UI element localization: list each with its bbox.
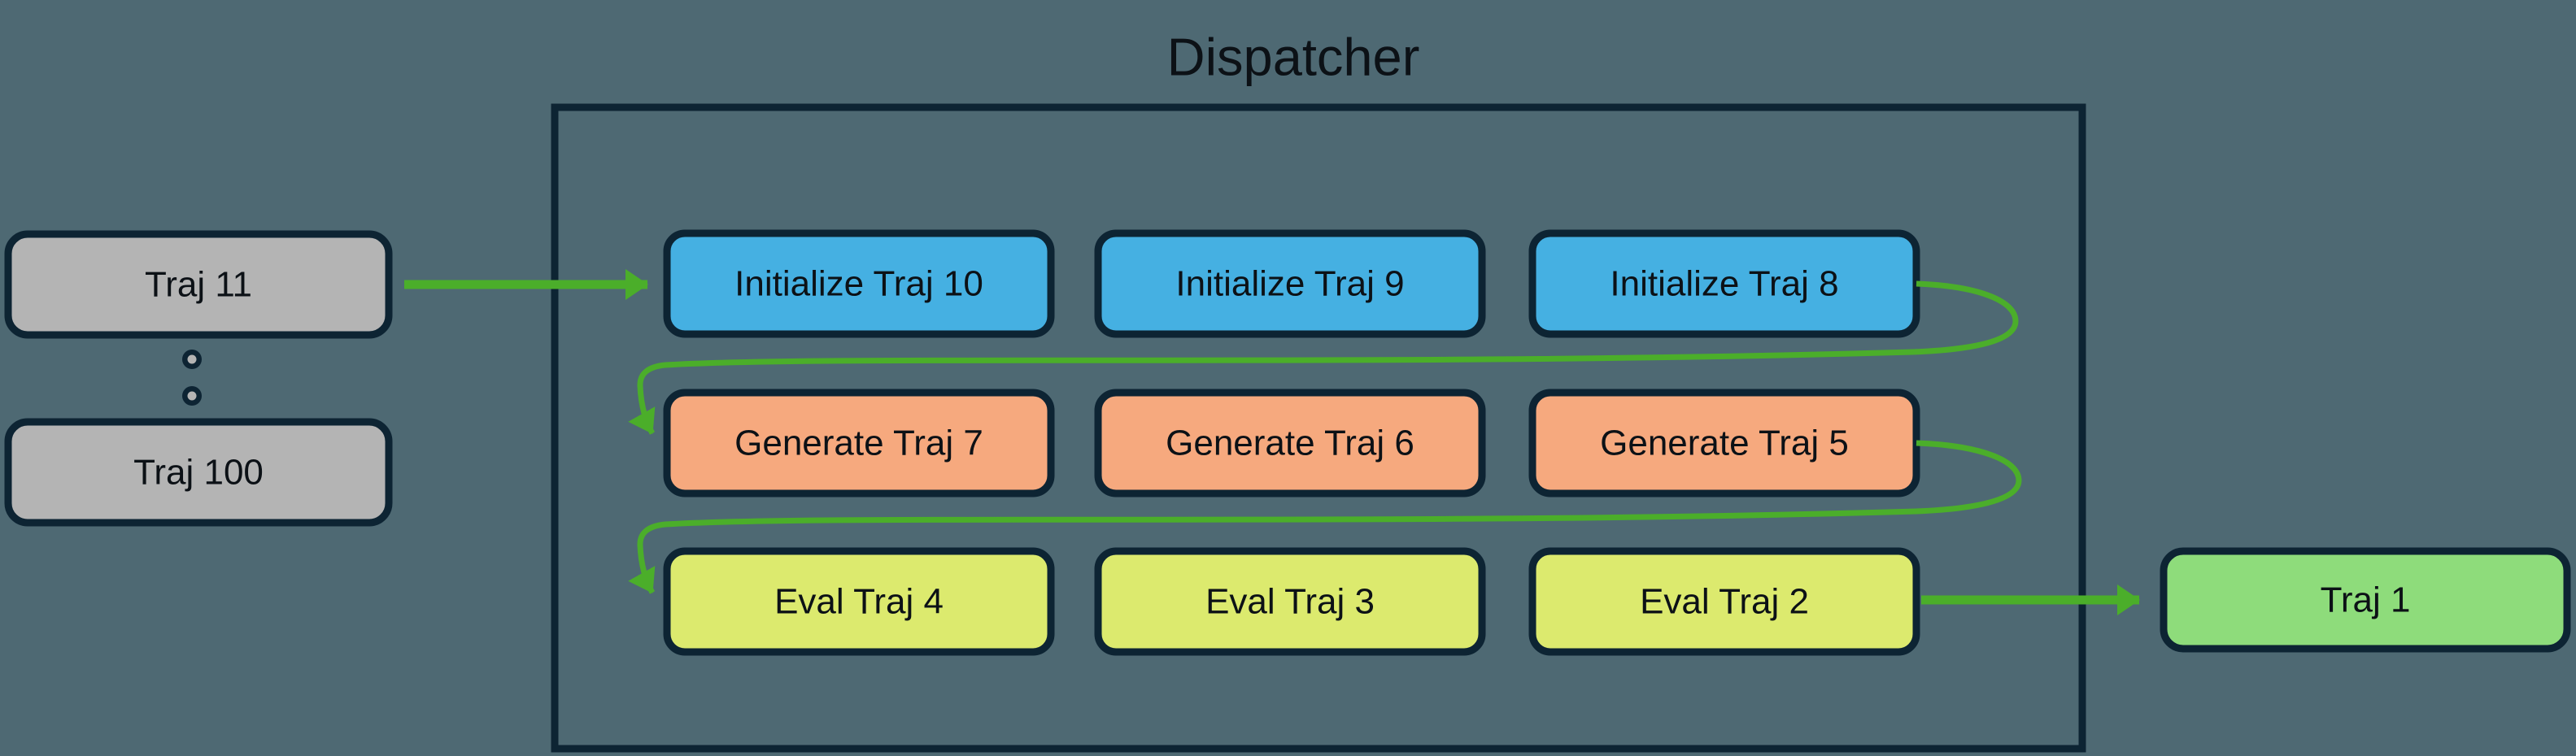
stage-node-label: Eval Traj 3 [1205,582,1375,622]
stage-node-box [1094,547,1486,656]
stage-node-box [663,389,1055,497]
queue-node-traj-11-label: Traj 11 [145,265,252,305]
stage-node-label: Generate Traj 6 [1166,424,1414,463]
queue-node-traj-100: Traj 100 [4,418,393,527]
queue-node-traj-100-label: Traj 100 [133,453,264,493]
stage-node-generate-traj-6: Generate Traj 6 [1094,389,1486,497]
queue-ellipsis [182,350,202,406]
ellipsis-dot-center [187,354,197,364]
output-node-traj-1: Traj 1 [2160,547,2571,653]
output-node-label: Traj 1 [2321,580,2411,620]
stage-node-label: Initialize Traj 9 [1175,264,1404,304]
stage-node-generate-traj-7: Generate Traj 7 [663,389,1055,497]
stage-node-box [1094,229,1486,338]
stage-node-label: Generate Traj 7 [734,424,983,463]
stage-node-box [663,229,1055,338]
stage-node-initialize-traj-10: Initialize Traj 10 [663,229,1055,338]
diagram-title: Dispatcher [1167,28,1420,87]
stage-node-box [1094,389,1486,497]
stage-node-box [663,547,1055,656]
stage-node-label: Initialize Traj 8 [1610,264,1838,304]
queue-node-traj-11-box [4,230,393,339]
dispatcher-container [551,103,2086,753]
output-node-box [2160,547,2571,653]
stage-node-label: Eval Traj 2 [1640,582,1809,622]
queue-node-traj-100-box [4,418,393,527]
queue-node-traj-11: Traj 11 [4,230,393,339]
arrow-generate-to-eval-loop [628,440,2022,594]
ellipsis-dot-center [187,391,197,401]
stage-node-eval-traj-3: Eval Traj 3 [1094,547,1486,656]
stage-node-box [1528,547,1920,656]
stage-node-initialize-traj-8: Initialize Traj 8 [1528,229,1920,338]
stage-node-initialize-traj-9: Initialize Traj 9 [1094,229,1486,338]
stage-node-generate-traj-5: Generate Traj 5 [1528,389,1920,497]
stage-node-label: Eval Traj 4 [774,582,944,622]
arrow-initialize-to-generate-loop [628,280,2019,435]
stage-node-label: Generate Traj 5 [1600,424,1849,463]
stage-node-eval-traj-4: Eval Traj 4 [663,547,1055,656]
stage-node-eval-traj-2: Eval Traj 2 [1528,547,1920,656]
stage-node-label: Initialize Traj 10 [734,264,983,304]
